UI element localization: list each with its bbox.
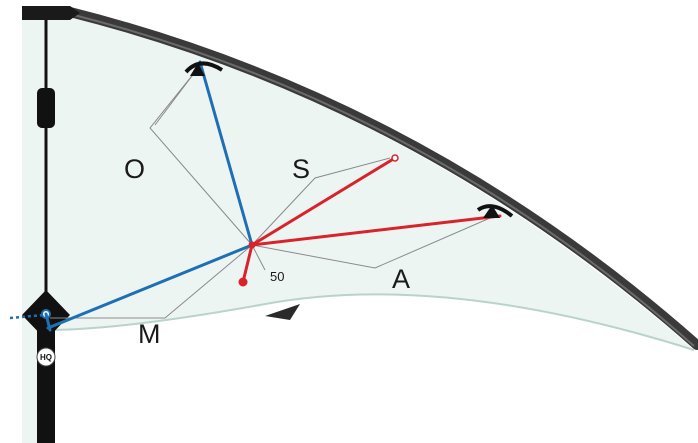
spine-top-cap <box>22 6 80 20</box>
bridle-s-line <box>251 157 391 246</box>
label-a: A <box>392 264 410 294</box>
red-lower <box>250 214 502 247</box>
le-fitting-middle <box>391 154 399 162</box>
blue-lower <box>46 243 254 330</box>
red-pigtail-end <box>238 277 248 287</box>
trailing-edge <box>47 293 695 351</box>
bridle-o-line <box>149 71 253 246</box>
label-50: 50 <box>270 269 284 284</box>
red-lines <box>241 156 502 284</box>
blue-lines <box>44 60 254 332</box>
bridle-o-short <box>154 71 196 126</box>
label-m: M <box>138 319 161 349</box>
arrowhead-triangle-icon <box>265 304 300 320</box>
spine-block <box>37 88 55 128</box>
bridle-a-line <box>251 217 491 269</box>
blue-upper <box>198 60 254 247</box>
blue-nose-stub <box>44 312 52 332</box>
label-o: O <box>124 154 145 184</box>
svg-text:HQ: HQ <box>40 353 52 362</box>
bridle-m-line <box>50 244 253 319</box>
red-pigtail <box>241 243 254 284</box>
hq-logo: HQ <box>36 347 56 367</box>
bridle-thin-lines <box>50 71 491 319</box>
red-upper <box>250 156 397 247</box>
leading-edge-highlight <box>69 13 695 347</box>
label-s: S <box>292 154 310 184</box>
leading-edge <box>65 7 698 350</box>
bridle-junction <box>248 241 256 249</box>
le-fitting-lower <box>476 204 514 218</box>
sail-panel <box>22 15 694 443</box>
spine-base <box>37 330 55 443</box>
bridle-50-line <box>251 244 266 271</box>
le-fitting-upper <box>184 61 224 76</box>
